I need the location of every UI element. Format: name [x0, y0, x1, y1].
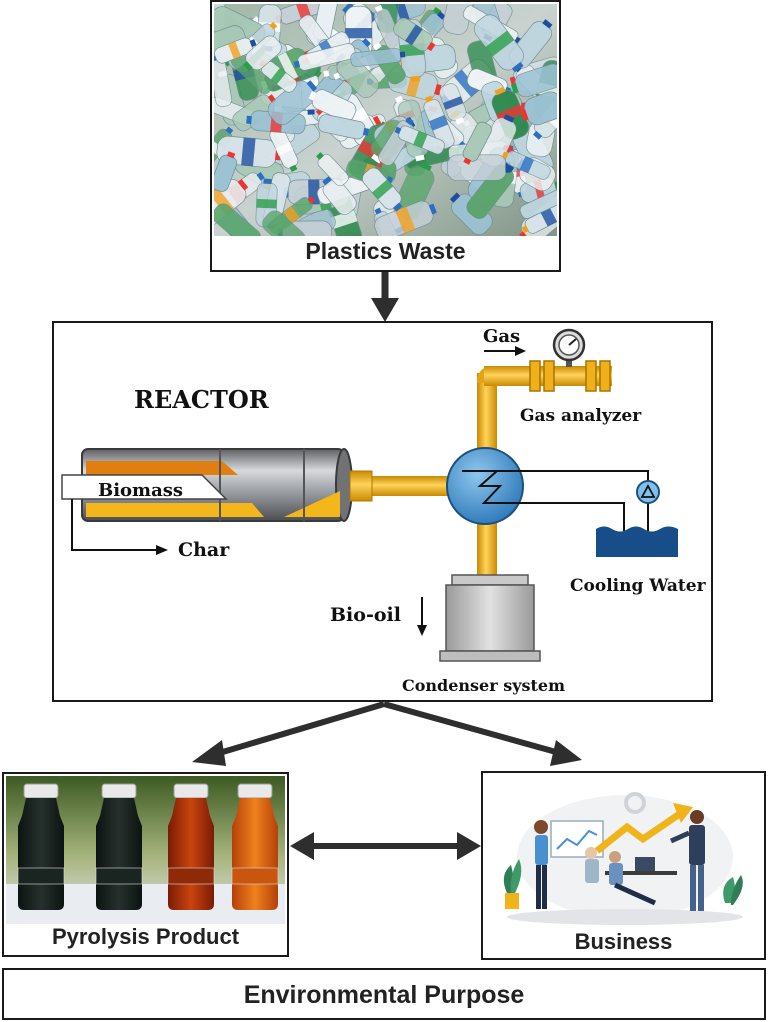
- plastic-bottle: [394, 125, 445, 155]
- plastic-bottle: [520, 91, 557, 126]
- business-panel: Business: [481, 771, 766, 960]
- heat-exchanger-icon: [446, 447, 524, 525]
- plastic-bottle: [214, 151, 238, 192]
- pipe-drum-to-exchanger: [350, 476, 452, 496]
- environmental-purpose-panel: Environmental Purpose: [2, 968, 766, 1020]
- bottle-1: [17, 783, 65, 910]
- bio-oil-label: Bio-oil: [330, 604, 401, 626]
- plastic-bottle: [474, 14, 524, 73]
- plastic-bottle: [214, 37, 257, 64]
- plastic-bottles-photo: [214, 4, 557, 236]
- gas-arrow: [484, 346, 526, 356]
- biomass-feed: [61, 474, 228, 500]
- plastic-bottle: [362, 167, 403, 212]
- pressure-gauge-icon: [552, 328, 586, 367]
- plastic-bottle: [350, 47, 406, 68]
- plastic-bottle: [293, 43, 356, 71]
- arrows-reactor-to-products: [192, 701, 582, 766]
- plastic-bottle: [439, 83, 467, 125]
- bottle-pile: [214, 4, 557, 236]
- reactor-diagram: REACTOR Biomass Char Gas: [61, 326, 707, 695]
- bottle-3: [167, 783, 215, 910]
- condenser-unit: [439, 574, 541, 662]
- plastic-bottle: [316, 152, 349, 187]
- plastic-bottle: [501, 150, 551, 180]
- plastic-bottle: [374, 200, 437, 236]
- pipe-exchanger-to-gas: [477, 373, 497, 459]
- plastic-bottle: [393, 17, 436, 52]
- pipe-exchanger-to-condenser: [477, 517, 497, 577]
- plastic-bottle: [423, 95, 455, 150]
- environmental-purpose-caption: Environmental Purpose: [243, 981, 525, 1009]
- plastic-bottle: [267, 80, 318, 125]
- plastic-bottle: [243, 35, 282, 72]
- char-label: Char: [178, 539, 230, 561]
- biomass-label: Biomass: [98, 480, 183, 501]
- arrow-waste-to-reactor: [371, 272, 399, 322]
- double-arrow: [290, 832, 481, 860]
- cooling-loop: [497, 470, 649, 531]
- plastic-bottle: [519, 185, 557, 219]
- plastic-bottle: [317, 114, 370, 140]
- reactor-title: REACTOR: [134, 385, 270, 414]
- bottle-2: [95, 783, 143, 910]
- char-arrow: [71, 499, 168, 555]
- pump-icon: [636, 480, 660, 504]
- pyrolysis-product-caption: Pyrolysis Product: [51, 924, 240, 949]
- business-caption: Business: [574, 929, 673, 954]
- bottle-4: [231, 783, 279, 910]
- plastic-bottle: [446, 154, 511, 181]
- oil-bottles-photo: [6, 776, 285, 924]
- business-team-illustration: [485, 775, 762, 927]
- cooling-water-tank: [596, 526, 678, 557]
- gas-analyzer-label: Gas analyzer: [520, 406, 642, 426]
- cooling-water-label: Cooling Water: [570, 576, 707, 596]
- pyrolysis-product-panel: Pyrolysis Product: [2, 772, 289, 957]
- gas-label: Gas: [483, 326, 520, 347]
- plastic-bottle: [510, 63, 557, 98]
- plastics-waste-panel: Plastics Waste: [210, 0, 561, 272]
- bio-oil-arrow: [417, 597, 427, 636]
- plastic-bottle: [462, 121, 492, 165]
- plastics-waste-caption: Plastics Waste: [305, 238, 466, 264]
- plastic-bottle: [322, 176, 357, 215]
- plastic-bottle: [214, 203, 261, 236]
- condenser-label: Condenser system: [402, 676, 565, 695]
- plastic-bottle: [262, 210, 306, 236]
